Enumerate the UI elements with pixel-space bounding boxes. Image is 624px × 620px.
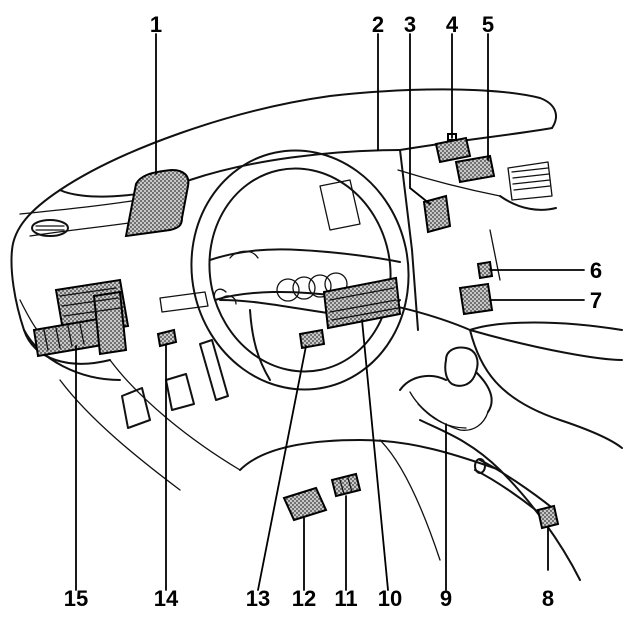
callout-4: 4: [446, 12, 459, 37]
component-14: [156, 328, 178, 348]
component-6: [476, 260, 494, 280]
component-3: [422, 194, 452, 234]
callout-13: 13: [246, 586, 270, 611]
callout-10: 10: [378, 586, 402, 611]
callout-3: 3: [404, 12, 416, 37]
component-8: [536, 504, 560, 530]
component-11: [330, 472, 362, 498]
steering-wheel: [190, 149, 410, 391]
component-10: [322, 276, 402, 330]
callout-5: 5: [482, 12, 494, 37]
callout-7: 7: [590, 288, 602, 313]
gear-shifter: [399, 346, 493, 431]
leader-lines: [75, 33, 585, 591]
callout-14: 14: [154, 586, 179, 611]
callout-8: 8: [542, 586, 554, 611]
component-4: [434, 133, 472, 164]
component-13: [298, 328, 326, 350]
callout-12: 12: [292, 586, 316, 611]
callout-15: 15: [64, 586, 88, 611]
callout-11: 11: [334, 586, 357, 611]
component-1: [124, 168, 190, 238]
callout-labels: 1 2 3 4 5 6 7 8 9 10 11 12 13 14 15: [64, 12, 602, 611]
callout-9: 9: [440, 586, 452, 611]
callout-1: 1: [150, 12, 162, 37]
dashboard-outline: [10, 88, 623, 581]
callout-2: 2: [372, 12, 384, 37]
component-15: [32, 278, 130, 358]
component-7: [458, 282, 494, 316]
callout-6: 6: [590, 258, 602, 283]
component-5: [454, 154, 496, 184]
right-vent: [507, 161, 553, 201]
component-12: [282, 486, 328, 522]
pedals: [121, 339, 229, 429]
